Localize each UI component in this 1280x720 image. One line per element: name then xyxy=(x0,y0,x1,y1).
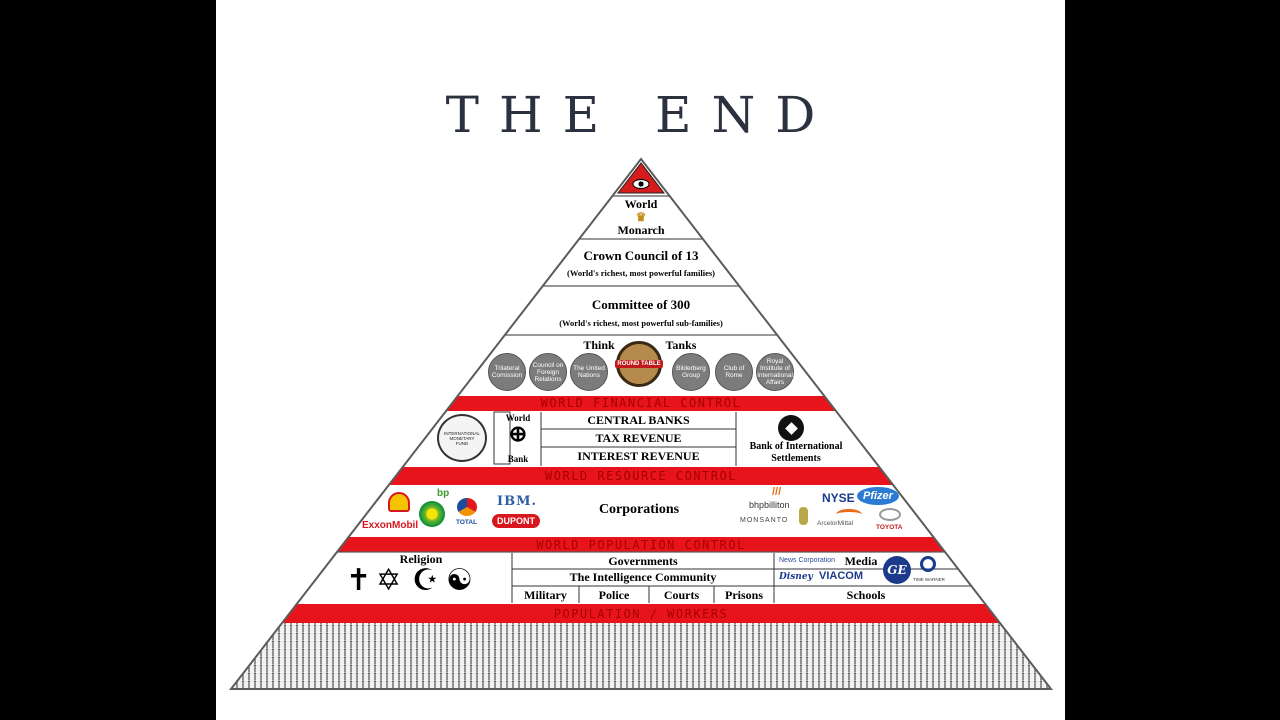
yin-yang-icon: ☯ xyxy=(446,564,473,597)
bhp-logo-icon: /// xyxy=(772,486,782,498)
total-logo: TOTAL xyxy=(456,519,478,526)
think-tanks-label-right: Tanks xyxy=(665,338,697,352)
round-table-label: ROUND TABLE xyxy=(615,360,663,368)
news-corp-logo: News Corporation xyxy=(779,557,836,564)
resource-band-label: WORLD RESOURCE CONTROL xyxy=(545,469,737,483)
schools-label: Schools xyxy=(846,588,886,602)
poster-title: THE END xyxy=(445,86,836,144)
ge-logo-icon: GE xyxy=(883,556,911,584)
apex-label-monarch: Monarch xyxy=(617,223,665,237)
ge-logo: GE xyxy=(887,563,907,577)
financial-band-label: WORLD FINANCIAL CONTROL xyxy=(540,396,742,410)
police-label: Police xyxy=(598,588,630,602)
bis-label-line1: Bank of International xyxy=(749,441,843,452)
bis-logo-icon xyxy=(778,415,804,441)
round-table-badge: ROUND TABLE xyxy=(615,341,663,387)
arcelor-swoosh-icon xyxy=(836,509,862,520)
think-tanks-label-left: Think xyxy=(583,338,615,352)
bp-logo-icon xyxy=(419,501,445,527)
pfizer-logo: Pfizer xyxy=(857,487,899,505)
imf-seal-text: INTERNATIONAL MONETARY FUND xyxy=(444,430,480,446)
prisons-label: Prisons xyxy=(724,588,763,602)
think-tank-bilderberg: Bilderberg Group xyxy=(672,353,710,391)
intelligence-label: The Intelligence Community xyxy=(569,570,717,584)
toyota-logo: TOYOTA xyxy=(876,524,903,531)
think-tank-club-of-rome: Club of Rome xyxy=(715,353,753,391)
cross-icon: ✝ xyxy=(346,564,372,597)
monsanto-logo: MONSANTO xyxy=(740,517,789,524)
committee-subtitle: (World's richest, most powerful sub-fami… xyxy=(559,318,723,328)
world-bank-label-top: World xyxy=(505,413,531,423)
bhpbilliton-logo: bhpbilliton xyxy=(749,500,790,510)
eye-triangle xyxy=(616,162,666,194)
think-tank-cfr: Council on Foreign Relations xyxy=(529,353,567,391)
religion-label: Religion xyxy=(399,552,443,566)
pyramid-outline xyxy=(228,157,1054,690)
population-band xyxy=(231,537,1051,552)
workers-band xyxy=(231,604,1051,623)
crescent-icon: ☪ xyxy=(412,564,439,597)
time-warner-eye-icon xyxy=(920,556,936,572)
pyramid xyxy=(228,157,1054,690)
viacom-logo: VIACOM xyxy=(819,570,863,582)
resource-band xyxy=(231,467,1051,485)
poster: THE END xyxy=(216,0,1065,720)
shell-logo-icon xyxy=(388,492,410,512)
monsanto-leaf-icon xyxy=(799,507,808,525)
total-logo-icon xyxy=(457,498,477,516)
crown-council-title: Crown Council of 13 xyxy=(583,248,699,263)
interest-revenue: INTEREST REVENUE xyxy=(577,449,700,463)
ibm-logo: IBM. xyxy=(497,494,537,509)
governments-label: Governments xyxy=(608,554,678,568)
crowd-area xyxy=(231,623,1051,689)
population-band-label: WORLD POPULATION CONTROL xyxy=(536,538,746,552)
disney-logo: Disney xyxy=(779,572,813,582)
military-label: Military xyxy=(524,588,567,602)
corporations-label: Corporations xyxy=(598,502,680,517)
globe-icon: ⊕ xyxy=(508,421,528,446)
star-of-david-icon: ✡ xyxy=(376,564,402,597)
committee-title: Committee of 300 xyxy=(591,297,691,312)
central-banks: CENTRAL BANKS xyxy=(587,413,690,427)
apex-label-world: World xyxy=(624,197,658,211)
exxonmobil-logo: ExxonMobil xyxy=(362,520,419,531)
nyse-logo: NYSE xyxy=(822,491,855,505)
think-tank-un: The United Nations xyxy=(570,353,608,391)
imf-seal: INTERNATIONAL MONETARY FUND xyxy=(437,414,487,462)
workers-band-label: POPULATION / WORKERS xyxy=(553,607,729,621)
dupont-logo: DUPONT xyxy=(492,514,540,528)
time-warner-logo: TIME WARNER xyxy=(913,577,945,582)
bis-label-line2: Settlements xyxy=(771,453,821,464)
tax-revenue: TAX REVENUE xyxy=(595,431,682,445)
arcelormittal-logo: ArcelorMittal xyxy=(817,520,854,527)
media-label: Media xyxy=(844,554,878,568)
crown-icon: ♛ xyxy=(635,210,647,224)
toyota-emblem-icon xyxy=(879,508,901,521)
crown-council-subtitle: (World's richest, most powerful families… xyxy=(566,268,716,278)
think-tank-trilateral: Trilateral Comission xyxy=(488,353,526,391)
world-bank-label-bottom: Bank xyxy=(507,454,529,464)
think-tank-riia: Royal Institute of International Affairs xyxy=(756,353,794,391)
bp-logo: bp xyxy=(437,488,450,499)
courts-label: Courts xyxy=(663,588,700,602)
